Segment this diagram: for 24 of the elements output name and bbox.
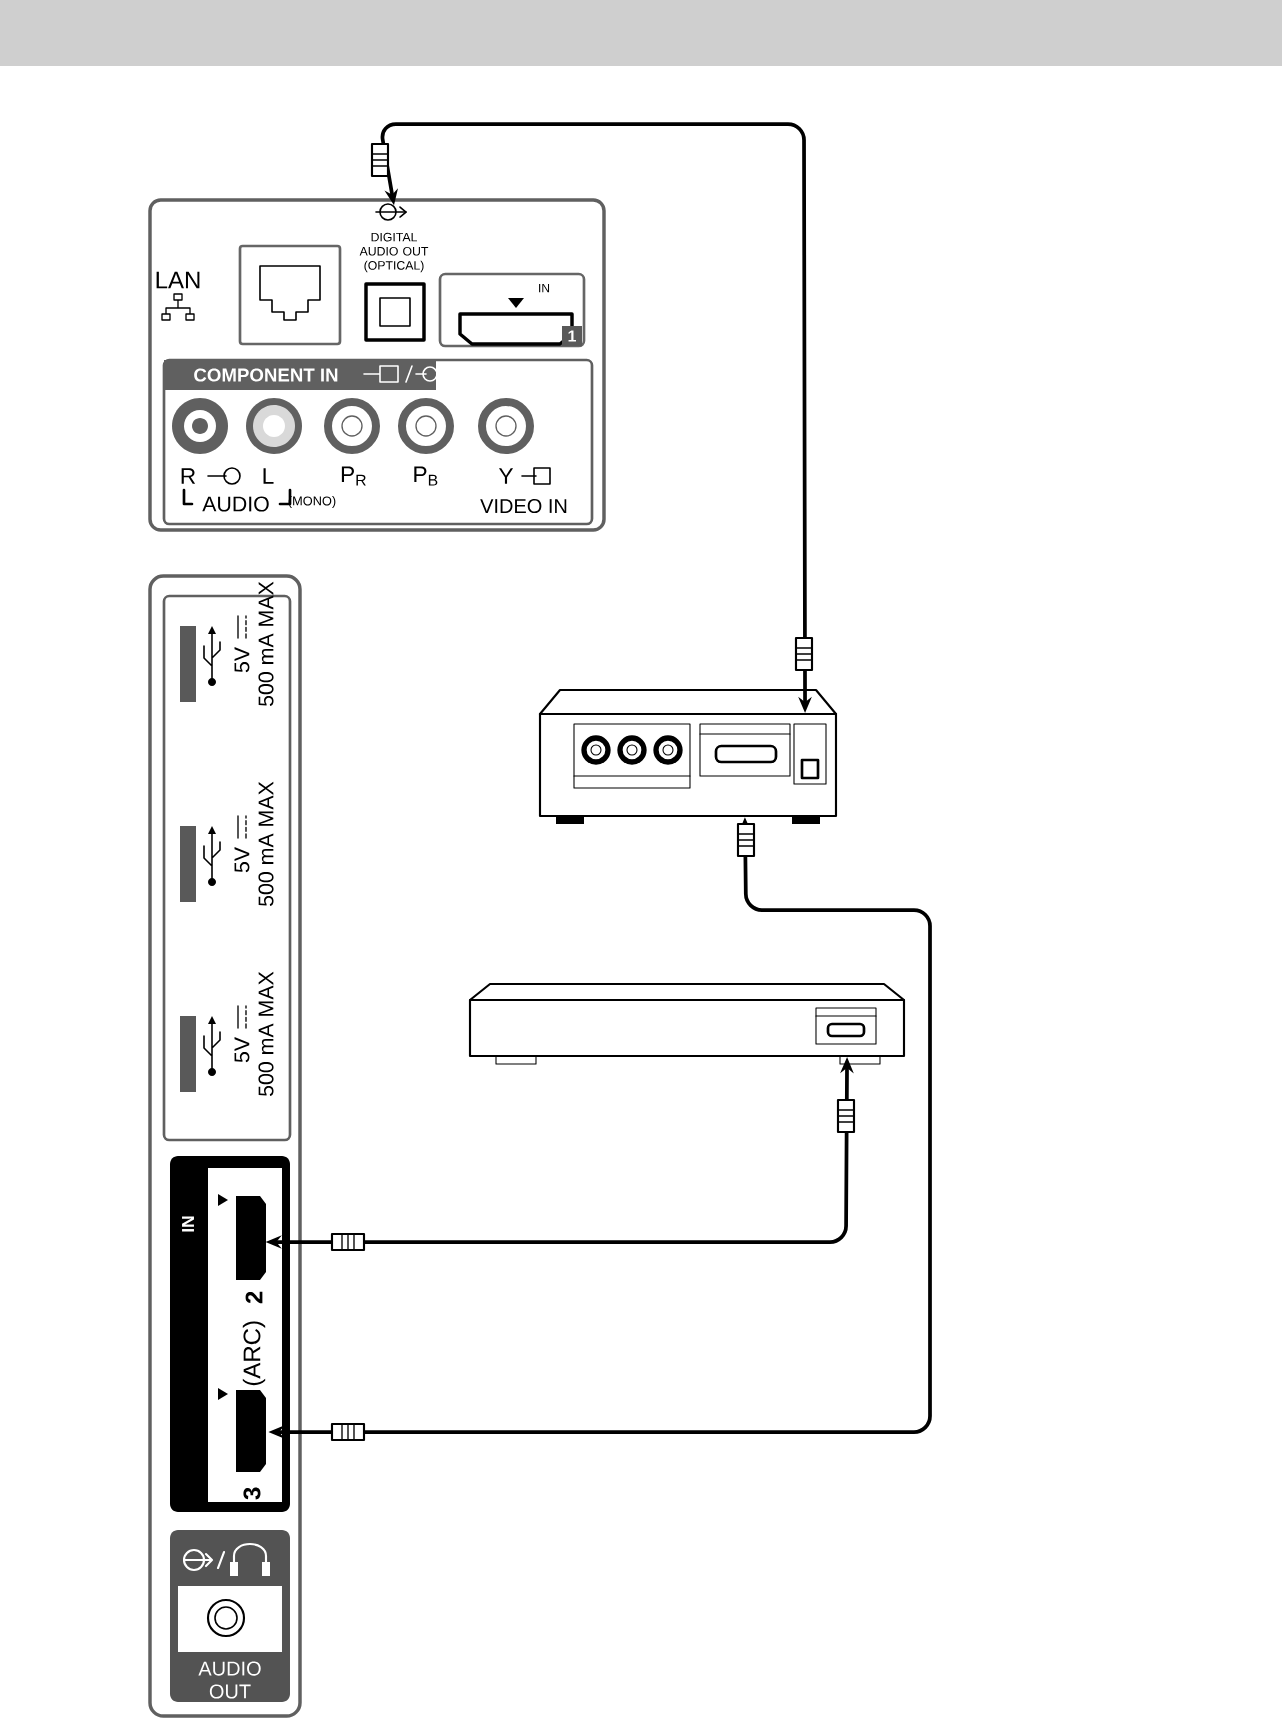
port-label: VIDEO IN [480,498,567,514]
rating-label: 5V [234,1037,250,1063]
port-label: R [181,468,196,484]
rating-label: 500 mA MAX [258,581,274,706]
port-label: P$_{B}$ [414,466,438,486]
side-connector-panel [148,574,302,1718]
port-label: P$_{R}$ [341,466,366,486]
port-label: IN [182,1216,194,1232]
hdmi-port-label: 2 [245,1291,263,1304]
port-label: L [263,468,274,484]
rating-label: 500 mA MAX [258,781,274,906]
port-number: 1 [562,326,582,346]
rating-label: 5V [234,847,250,873]
port-label: LAN [156,271,200,289]
section-heading: COMPONENT IN [194,368,338,382]
port-label: AUDIO OUT [198,1661,261,1699]
hdmi-port-label: 3 (ARC) [242,1321,266,1500]
port-label: Y [498,468,514,484]
rating-label: 500 mA MAX [258,971,274,1096]
rating-label: 5V [234,647,250,673]
disc-player [468,982,906,1065]
connector-panel [148,198,606,532]
port-label: AUDIO [202,496,269,512]
set-top-box [538,688,838,824]
